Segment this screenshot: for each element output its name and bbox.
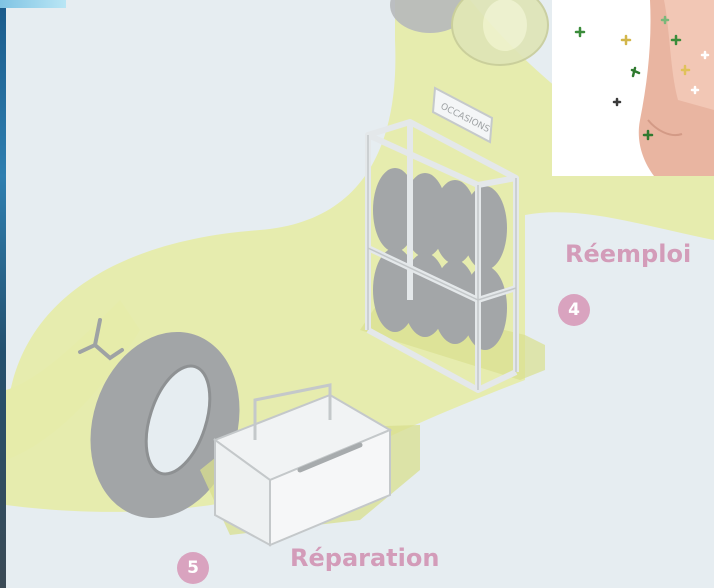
step-badge-5: 5 bbox=[177, 552, 209, 584]
step-label-reparation: Réparation bbox=[290, 544, 439, 572]
step-label-reemploi: Réemploi bbox=[565, 240, 691, 268]
step-badge-4: 4 bbox=[558, 294, 590, 326]
confetti-hand-photo bbox=[552, 0, 714, 176]
photo-content bbox=[552, 0, 714, 176]
